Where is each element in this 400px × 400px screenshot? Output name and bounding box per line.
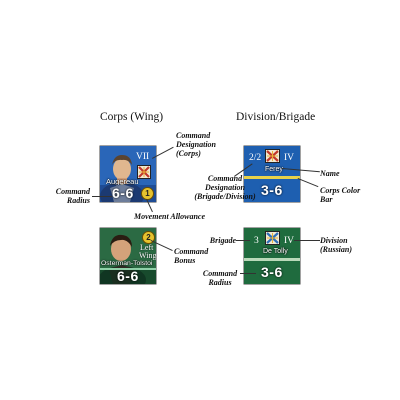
combat-factors: 6-6 <box>112 185 134 201</box>
caption-command-bonus: Command Bonus <box>174 247 208 265</box>
caption-command-radius-left: Command Radius <box>40 187 90 205</box>
caption-line: Designation <box>204 183 245 192</box>
commander-name: Osterman-Tolstoi <box>101 260 153 267</box>
counter-bottom-band <box>244 179 300 202</box>
caption-line: Corps Color <box>320 186 361 195</box>
leader-line <box>92 196 112 197</box>
leader-line <box>236 240 250 241</box>
caption-line: Command <box>202 269 238 278</box>
caption-line: Name <box>320 169 340 178</box>
caption-line: Bar <box>320 195 333 204</box>
brigade-number: 3 <box>254 236 259 246</box>
counter-bottom-band <box>244 261 300 284</box>
augereau-corps-counter: VII Augereau 6-6 1 <box>100 146 156 202</box>
counter-bottom-band <box>100 270 156 284</box>
combat-factors: 6-6 <box>117 268 139 284</box>
osterman-wing-counter: 2 Left Wing Osterman-Tolstoi 6-6 <box>100 228 156 284</box>
caption-line: Movement Allowance <box>134 212 206 221</box>
caption-command-designation-brigade: Command Designation (Brigade/Division) <box>186 174 264 201</box>
unit-symbol-flag-icon <box>265 231 280 245</box>
command-designation-brigade: 2/2 <box>249 153 262 163</box>
caption-line: Brigade <box>209 236 236 245</box>
wing-label-line1: Left <box>140 243 154 252</box>
wing-label-line2: Wing <box>139 251 156 260</box>
unit-symbol-flag-icon <box>137 165 151 179</box>
commander-name: Augereau <box>106 177 139 186</box>
caption-brigade: Brigade <box>196 236 236 245</box>
movement-allowance-circle: 1 <box>141 187 154 200</box>
caption-command-designation-corps: Command Designation (Corps) <box>176 131 216 158</box>
command-designation-corps: VII <box>136 152 150 162</box>
caption-line: (Corps) <box>176 149 201 158</box>
combat-factors: 3-6 <box>261 264 283 280</box>
caption-movement-allowance: Movement Allowance <box>134 212 205 221</box>
command-bonus-circle: 2 <box>142 231 155 244</box>
ferey-division-counter: 2/2 IV Ferey 3-6 <box>244 146 300 202</box>
caption-division-russian: Division (Russian) <box>320 236 352 254</box>
leader-line <box>294 240 320 241</box>
unit-name: De Tolly <box>263 248 288 255</box>
corps-color-bar <box>244 176 300 179</box>
combat-factors: 3-6 <box>261 182 283 198</box>
caption-line: Radius <box>208 278 232 287</box>
caption-line: Command <box>174 247 209 256</box>
caption-corps-color-bar: Corps Color Bar <box>320 186 360 204</box>
leader-line <box>240 273 256 274</box>
corps-color-bar <box>244 258 300 261</box>
unit-name: Ferey <box>265 166 283 173</box>
caption-line: Command <box>55 187 90 196</box>
caption-line: Designation <box>176 140 217 149</box>
caption-line: (Russian) <box>320 245 353 254</box>
caption-name: Name <box>320 169 340 178</box>
unit-symbol-flag-icon <box>265 149 280 163</box>
corps-wing-heading: Corps (Wing) <box>100 111 164 123</box>
corps-designation: IV <box>284 153 295 163</box>
leader-line <box>297 178 319 188</box>
caption-line: Bonus <box>174 256 196 265</box>
caption-command-radius-right: Command Radius <box>196 269 244 287</box>
caption-line: (Brigade/Division) <box>194 192 256 201</box>
caption-line: Command <box>176 131 211 140</box>
corps-color-bar <box>100 268 156 270</box>
caption-line: Command <box>207 174 243 183</box>
caption-line: Radius <box>66 196 90 205</box>
division-brigade-heading: Division/Brigade <box>236 111 316 123</box>
caption-line: Division <box>320 236 348 245</box>
detolly-brigade-counter: 3 IV De Tolly 3-6 <box>244 228 300 284</box>
division-designation: IV <box>284 236 295 246</box>
